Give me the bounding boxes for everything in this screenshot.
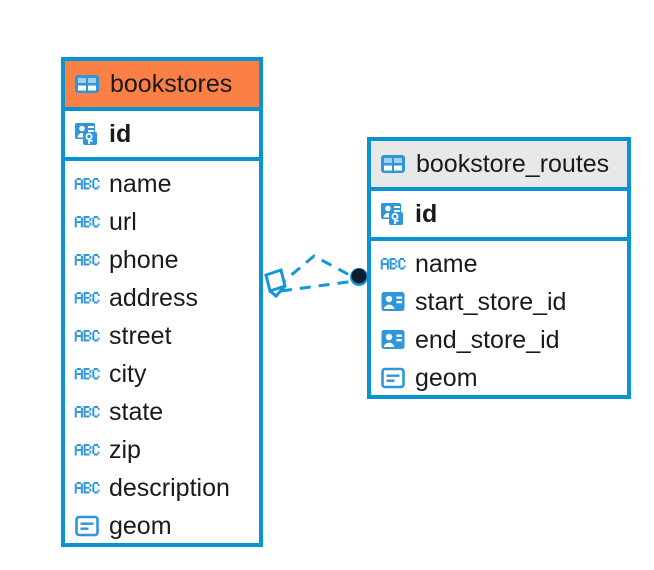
field-row-url[interactable]: url: [65, 203, 259, 241]
field-label: address: [109, 283, 198, 312]
abc-text-icon: [74, 177, 100, 189]
foreign-key-icon: [381, 292, 405, 311]
abc-text-icon: [74, 215, 100, 227]
fields-section-bookstore-routes: name start_store_id: [371, 241, 627, 402]
field-name-id: id: [415, 199, 438, 228]
relationship-target-circle-icon: [350, 268, 368, 286]
abc-text-icon: [74, 253, 100, 265]
field-row-phone[interactable]: phone: [65, 241, 259, 279]
field-row-name[interactable]: name: [65, 165, 259, 203]
primary-key-section-bookstores: id: [65, 107, 259, 161]
abc-text-icon: [74, 405, 100, 417]
field-row-start-store-id[interactable]: start_store_id: [371, 283, 627, 321]
field-row-name[interactable]: name: [371, 245, 627, 283]
entity-table-bookstores[interactable]: bookstores id: [61, 57, 263, 547]
field-row-id[interactable]: id: [65, 111, 259, 157]
field-label: zip: [109, 435, 141, 464]
relationship-source-diamond-icon: [264, 268, 287, 299]
entity-title-bookstores: bookstores: [110, 69, 233, 98]
field-label: state: [109, 397, 164, 426]
relationship-line-start-store[interactable]: [276, 254, 358, 289]
field-name-id: id: [109, 119, 132, 148]
primary-key-icon: [75, 123, 97, 145]
geometry-icon: [75, 515, 99, 537]
abc-text-icon: [74, 291, 100, 303]
field-row-geom[interactable]: geom: [371, 359, 627, 397]
field-row-street[interactable]: street: [65, 317, 259, 355]
field-label: phone: [109, 245, 179, 274]
primary-key-section-bookstore-routes: id: [371, 187, 627, 241]
foreign-key-icon: [381, 330, 405, 349]
field-row-city[interactable]: city: [65, 355, 259, 393]
field-row-state[interactable]: state: [65, 393, 259, 431]
abc-text-icon: [74, 443, 100, 455]
abc-text-icon: [380, 257, 406, 269]
field-row-end-store-id[interactable]: end_store_id: [371, 321, 627, 359]
relationship-line-end-store[interactable]: [280, 279, 356, 293]
field-label: end_store_id: [415, 325, 560, 354]
table-icon: [381, 155, 405, 173]
field-label: start_store_id: [415, 287, 567, 316]
fields-section-bookstores: name url: [65, 161, 259, 550]
geometry-icon: [381, 367, 405, 389]
field-row-id[interactable]: id: [371, 191, 627, 237]
primary-key-icon: [381, 203, 403, 225]
entity-table-bookstore-routes[interactable]: bookstore_routes id: [367, 137, 631, 399]
field-label: url: [109, 207, 137, 236]
field-row-zip[interactable]: zip: [65, 431, 259, 469]
field-label: geom: [415, 363, 478, 392]
abc-text-icon: [74, 367, 100, 379]
field-row-geom[interactable]: geom: [65, 507, 259, 545]
field-label: name: [109, 169, 172, 198]
abc-text-icon: [74, 329, 100, 341]
entity-title-bookstore-routes: bookstore_routes: [416, 149, 610, 178]
field-row-description[interactable]: description: [65, 469, 259, 507]
field-label: name: [415, 249, 478, 278]
field-label: description: [109, 473, 230, 502]
entity-header-bookstore-routes[interactable]: bookstore_routes: [371, 141, 627, 187]
field-label: street: [109, 321, 172, 350]
field-label: geom: [109, 511, 172, 540]
field-label: city: [109, 359, 147, 388]
entity-header-bookstores[interactable]: bookstores: [65, 61, 259, 107]
table-icon: [75, 75, 99, 93]
field-row-address[interactable]: address: [65, 279, 259, 317]
abc-text-icon: [74, 481, 100, 493]
